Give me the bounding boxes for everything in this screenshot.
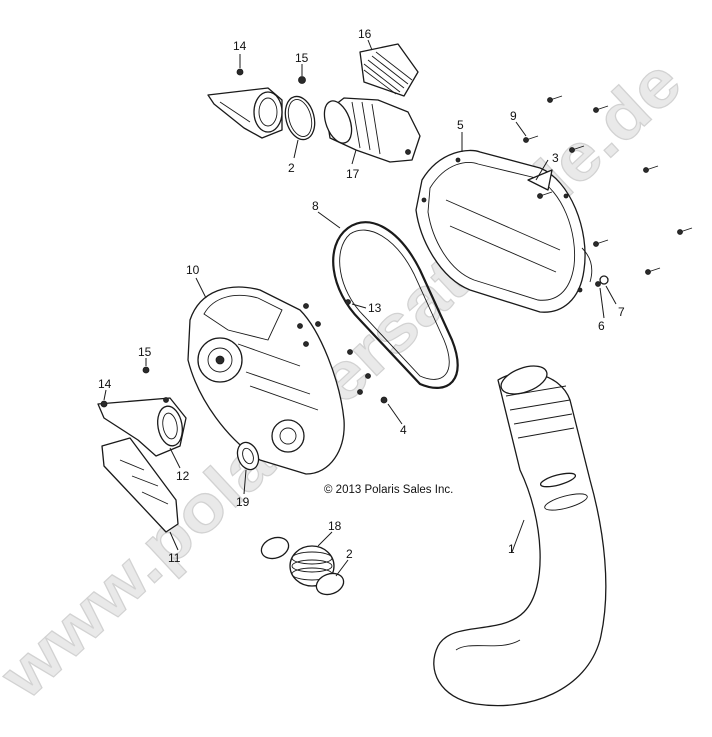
part-16-filter [359,43,419,97]
part-11-heat-shield [101,437,179,533]
callout-4: 4 [400,423,407,437]
copyright-text: © 2013 Polaris Sales Inc. [324,484,453,496]
callout-18: 18 [328,519,342,533]
part-8-drive-belt [332,221,459,389]
inner-cover-bolts [297,299,388,404]
part-15-top-nut [298,76,306,84]
callout-14-top: 14 [233,39,247,53]
callout-3: 3 [552,151,559,165]
callout-5: 5 [457,118,464,132]
callout-19: 19 [236,495,250,509]
part-3-decal [527,169,553,191]
callout-15-left: 15 [138,345,152,359]
callout-1: 1 [508,542,515,556]
callout-9: 9 [510,109,517,123]
part-10-inner-cover [187,286,345,475]
part-15-left-nut [142,366,150,374]
callout-labels: 14 15 16 2 17 5 9 3 8 10 13 7 6 15 14 4 … [98,27,625,565]
callout-17: 17 [346,167,360,181]
callout-2-bottom: 2 [346,547,353,561]
callout-10: 10 [186,263,200,277]
part-14-top-duct [207,68,283,139]
part-18-coupler [260,536,345,596]
callout-14-left: 14 [98,377,112,391]
callout-6: 6 [598,319,605,333]
part-5-clutch-cover [415,149,593,313]
part-17-intake-duct [323,97,421,163]
callout-2-top: 2 [288,161,295,175]
callout-12: 12 [176,469,190,483]
part-19-washer [236,441,260,471]
leader-lines [103,39,617,577]
callout-7: 7 [618,305,625,319]
callout-15-top: 15 [295,51,309,65]
cover-bolts [523,95,693,287]
callout-8: 8 [312,199,319,213]
callout-13: 13 [368,301,382,315]
callout-11: 11 [168,551,181,565]
callout-16: 16 [358,27,372,41]
part-12-outlet-duct [97,397,187,457]
part-2-top-clamp [284,95,316,141]
part-1-exhaust-duct [433,365,607,707]
